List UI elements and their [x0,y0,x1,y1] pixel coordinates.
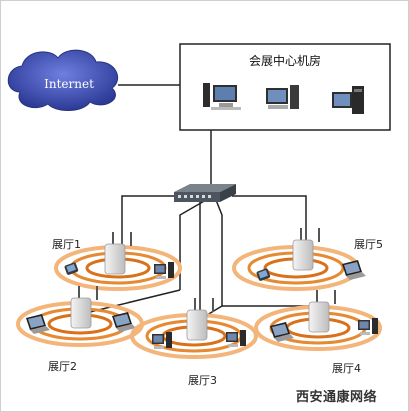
server-pc-2 [266,85,299,109]
hall-1-label: 展厅1 [52,238,81,251]
internet-cloud [7,49,118,111]
watermark-text: 西安通康网络 [296,390,378,405]
hall-5-zone [232,227,366,291]
hall-3-zone [130,297,258,359]
hall-2-label: 展厅2 [48,360,77,373]
internet-label: Internet [44,77,94,91]
hall-4-zone [254,289,382,351]
hall-2-zone [16,285,144,347]
server-room-title: 会展中心机房 [248,54,321,68]
server-pc-3 [332,86,364,114]
hall-4-label: 展厅4 [332,362,361,375]
hall-5-label: 展厅5 [354,238,383,251]
hall-3-label: 展厅3 [188,374,217,387]
network-switch [174,184,236,202]
server-pc-1 [203,83,241,110]
